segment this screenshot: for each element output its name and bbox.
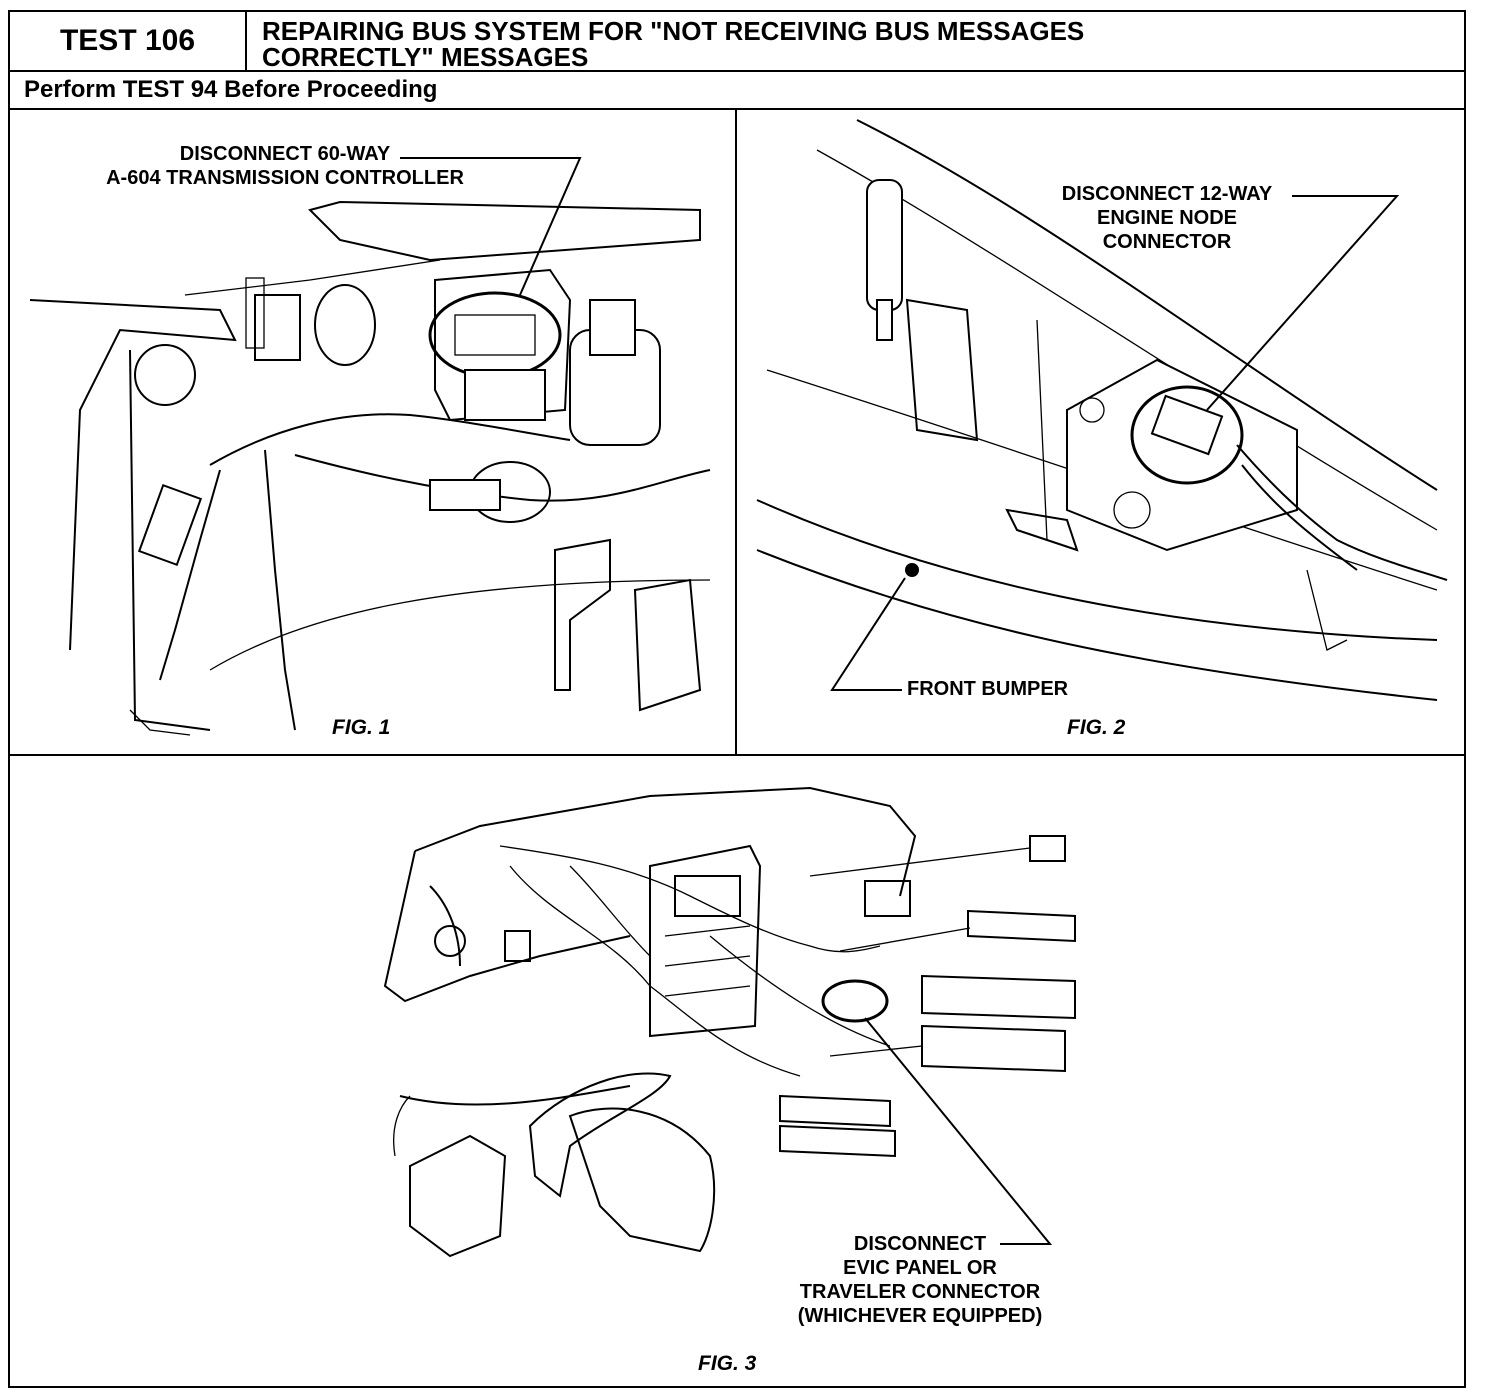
callout-line: ENGINE NODE [1096, 207, 1238, 229]
figure-3-panel: DISCONNECT EVIC PANEL OR TRAVELER CONNEC… [10, 756, 1466, 1388]
figure-3-callout-evic: DISCONNECT EVIC PANEL OR TRAVELER CONNEC… [780, 1232, 1060, 1328]
figure-1-panel: DISCONNECT 60-WAY A-604 TRANSMISSION CON… [10, 110, 735, 754]
figure-1-callout-controller: DISCONNECT 60-WAY A-604 TRANSMISSION CON… [50, 142, 520, 190]
callout-line: (WHICHEVER EQUIPPED) [797, 1305, 1043, 1327]
callout-line: DISCONNECT 60-WAY [179, 143, 391, 165]
page-frame: TEST 106 REPAIRING BUS SYSTEM FOR "NOT R… [8, 10, 1466, 1388]
callout-line: TRAVELER CONNECTOR [799, 1281, 1041, 1303]
prerequisite-note: Perform TEST 94 Before Proceeding [24, 76, 438, 103]
figure-column-divider [735, 110, 737, 754]
callout-line: DISCONNECT [853, 1233, 987, 1255]
callout-line: CONNECTOR [1102, 231, 1232, 253]
test-number-box: TEST 106 [10, 12, 247, 70]
figure-3-caption: FIG. 3 [698, 1352, 757, 1375]
figure-row-divider [10, 754, 1464, 756]
figure-2-panel: DISCONNECT 12-WAY ENGINE NODE CONNECTOR … [737, 110, 1466, 754]
test-title: REPAIRING BUS SYSTEM FOR "NOT RECEIVING … [262, 18, 1084, 70]
figure-3-illustration [383, 786, 1076, 1258]
callout-line: DISCONNECT 12-WAY [1061, 183, 1273, 205]
test-title-line-1: REPAIRING BUS SYSTEM FOR "NOT RECEIVING … [262, 16, 1085, 46]
header-divider [10, 108, 1464, 110]
figure-2-callout-front-bumper: FRONT BUMPER [907, 677, 1068, 701]
figure-2-caption: FIG. 2 [1067, 716, 1126, 739]
callout-line: EVIC PANEL OR [843, 1257, 997, 1279]
figure-2-illustration [756, 119, 1448, 701]
figure-1-illustration [29, 157, 711, 736]
figure-1-caption: FIG. 1 [332, 716, 391, 739]
callout-line: A-604 TRANSMISSION CONTROLLER [106, 167, 464, 189]
test-title-line-2: CORRECTLY" MESSAGES [262, 42, 589, 72]
figure-2-callout-engine-node: DISCONNECT 12-WAY ENGINE NODE CONNECTOR [1037, 182, 1297, 254]
header-row: TEST 106 REPAIRING BUS SYSTEM FOR "NOT R… [10, 12, 1464, 72]
callout-line: FRONT BUMPER [907, 678, 1069, 700]
